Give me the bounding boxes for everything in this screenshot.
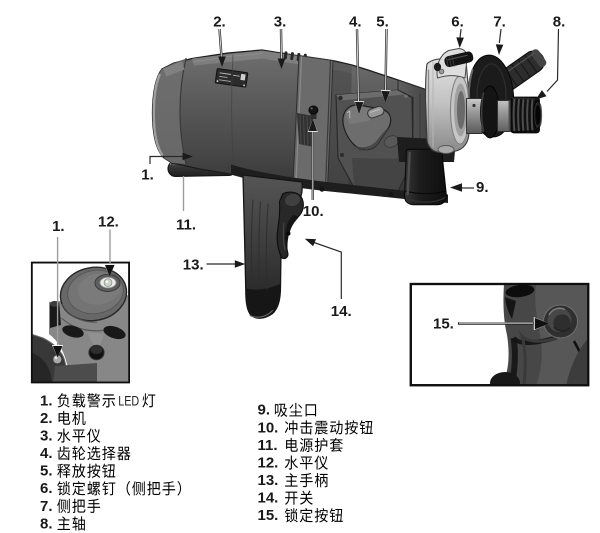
svg-text:14.: 14. <box>258 490 279 507</box>
svg-text:14.: 14. <box>331 303 352 320</box>
svg-text:12.: 12. <box>258 454 279 471</box>
svg-text:9.: 9. <box>476 179 489 196</box>
svg-text:8.: 8. <box>40 515 53 532</box>
svg-text:5.: 5. <box>40 463 53 480</box>
svg-text:LED: LED <box>118 393 139 409</box>
svg-text:13.: 13. <box>183 257 204 274</box>
svg-text:13.: 13. <box>258 472 279 489</box>
svg-text:5.: 5. <box>376 14 389 31</box>
svg-text:3.: 3. <box>40 428 53 445</box>
svg-text:4.: 4. <box>349 14 362 31</box>
svg-text:1.: 1. <box>141 167 154 184</box>
svg-text:15.: 15. <box>433 316 454 333</box>
svg-text:7.: 7. <box>40 498 53 515</box>
svg-text:8.: 8. <box>553 14 566 31</box>
svg-text:1.: 1. <box>52 218 65 235</box>
svg-text:2.: 2. <box>40 410 53 427</box>
svg-text:4.: 4. <box>40 445 53 462</box>
svg-text:12.: 12. <box>98 214 119 231</box>
svg-text:1.: 1. <box>40 392 53 409</box>
svg-text:9.: 9. <box>258 402 271 419</box>
svg-text:15.: 15. <box>258 507 279 524</box>
svg-text:3.: 3. <box>274 14 287 31</box>
svg-text:6.: 6. <box>451 14 464 31</box>
svg-text:11.: 11. <box>258 437 278 454</box>
svg-text:10.: 10. <box>258 419 279 436</box>
svg-text:2.: 2. <box>213 14 226 31</box>
svg-text:7.: 7. <box>493 14 506 31</box>
svg-text:11.: 11. <box>176 217 196 234</box>
svg-text:6.: 6. <box>40 480 53 497</box>
svg-text:10.: 10. <box>303 203 324 220</box>
